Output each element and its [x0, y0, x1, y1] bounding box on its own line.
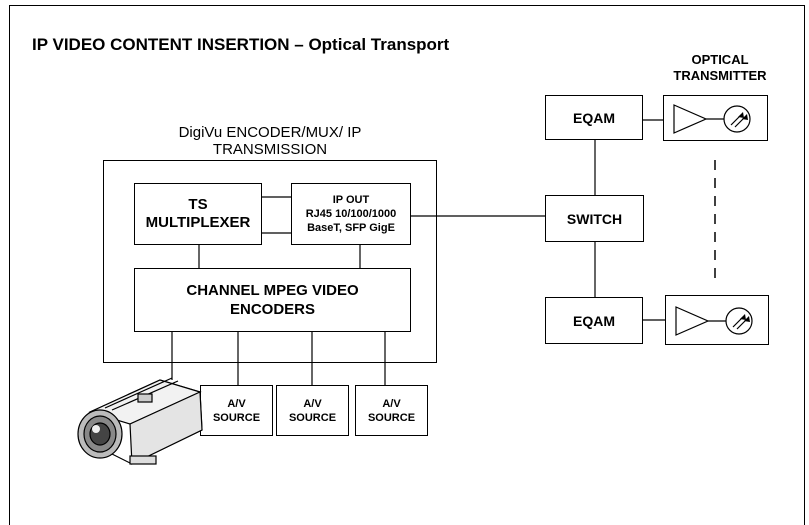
eqam-bottom-box: EQAM: [545, 297, 643, 344]
switch-box: SWITCH: [545, 195, 644, 242]
av-source-label-3: A/V SOURCE: [367, 397, 416, 424]
optical-transmitter-top: [663, 95, 768, 141]
channel-encoders-box: CHANNEL MPEG VIDEO ENCODERS: [134, 268, 411, 332]
optical-title-line2: TRANSMITTER: [673, 68, 767, 83]
eqam-top-label: EQAM: [573, 109, 615, 126]
av-source-box-2: A/V SOURCE: [276, 385, 349, 436]
diagram-frame: [9, 5, 805, 525]
optical-transmitter-title: OPTICAL TRANSMITTER: [655, 52, 785, 84]
switch-label: SWITCH: [566, 210, 623, 227]
ts-multiplexer-box: TS MULTIPLEXER: [134, 183, 262, 245]
av-source-box-3: A/V SOURCE: [355, 385, 428, 436]
ip-out-box: IP OUT RJ45 10/100/1000 BaseT, SFP GigE: [291, 183, 411, 245]
amplifier-triangle-icon: [675, 306, 726, 336]
optical-title-line1: OPTICAL: [691, 52, 749, 67]
av-source-label-2: A/V SOURCE: [288, 397, 337, 424]
diagram-title: IP VIDEO CONTENT INSERTION – Optical Tra…: [32, 35, 450, 54]
laser-diode-icon: [725, 307, 753, 335]
encoder-caption: DigiVu ENCODER/MUX/ IP TRANSMISSION: [120, 124, 420, 158]
encoder-mux-container: [103, 160, 437, 363]
encoder-caption-line1: DigiVu ENCODER/MUX/ IP: [178, 124, 362, 141]
encoder-caption-line2: TRANSMISSION: [212, 141, 328, 158]
amplifier-triangle-icon: [673, 104, 724, 134]
ts-multiplexer-label: TS MULTIPLEXER: [145, 196, 251, 231]
av-source-box-1: A/V SOURCE: [200, 385, 273, 436]
laser-diode-icon: [723, 105, 751, 133]
ip-out-label: IP OUT RJ45 10/100/1000 BaseT, SFP GigE: [305, 194, 397, 234]
optical-transmitter-bottom: [665, 295, 769, 345]
eqam-top-box: EQAM: [545, 95, 643, 140]
connection-lines: [171, 119, 716, 385]
av-source-label-1: A/V SOURCE: [212, 397, 261, 424]
video-camera-icon: [77, 377, 203, 465]
eqam-bottom-label: EQAM: [573, 312, 615, 329]
channel-encoders-label: CHANNEL MPEG VIDEO ENCODERS: [186, 282, 359, 318]
